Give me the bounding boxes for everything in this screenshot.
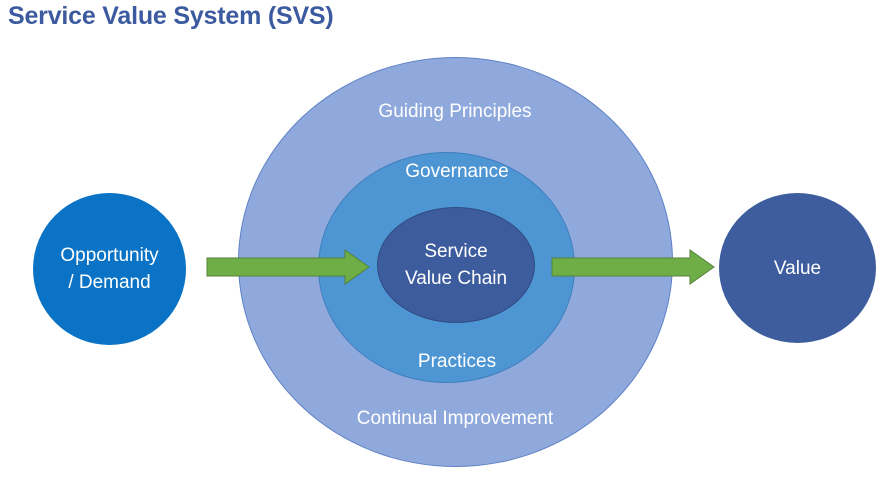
- practices-label: Practices: [417, 351, 497, 372]
- value-circle: Value: [719, 193, 876, 343]
- page-title: Service Value System (SVS): [8, 2, 334, 30]
- governance-label: Governance: [405, 161, 509, 182]
- continual-improvement-label: Continual Improvement: [356, 408, 554, 429]
- service-value-chain-ellipse: Service Value Chain: [377, 207, 535, 323]
- service-value-chain-label-line2: Value Chain: [404, 268, 508, 289]
- guiding-principles-label: Guiding Principles: [378, 101, 532, 122]
- service-value-chain-label-line1: Service: [424, 241, 488, 262]
- opportunity-demand-circle: Opportunity / Demand: [33, 193, 186, 345]
- opportunity-demand-label-line2: / Demand: [68, 272, 151, 293]
- value-label: Value: [773, 257, 822, 279]
- opportunity-demand-label-line1: Opportunity: [60, 245, 159, 266]
